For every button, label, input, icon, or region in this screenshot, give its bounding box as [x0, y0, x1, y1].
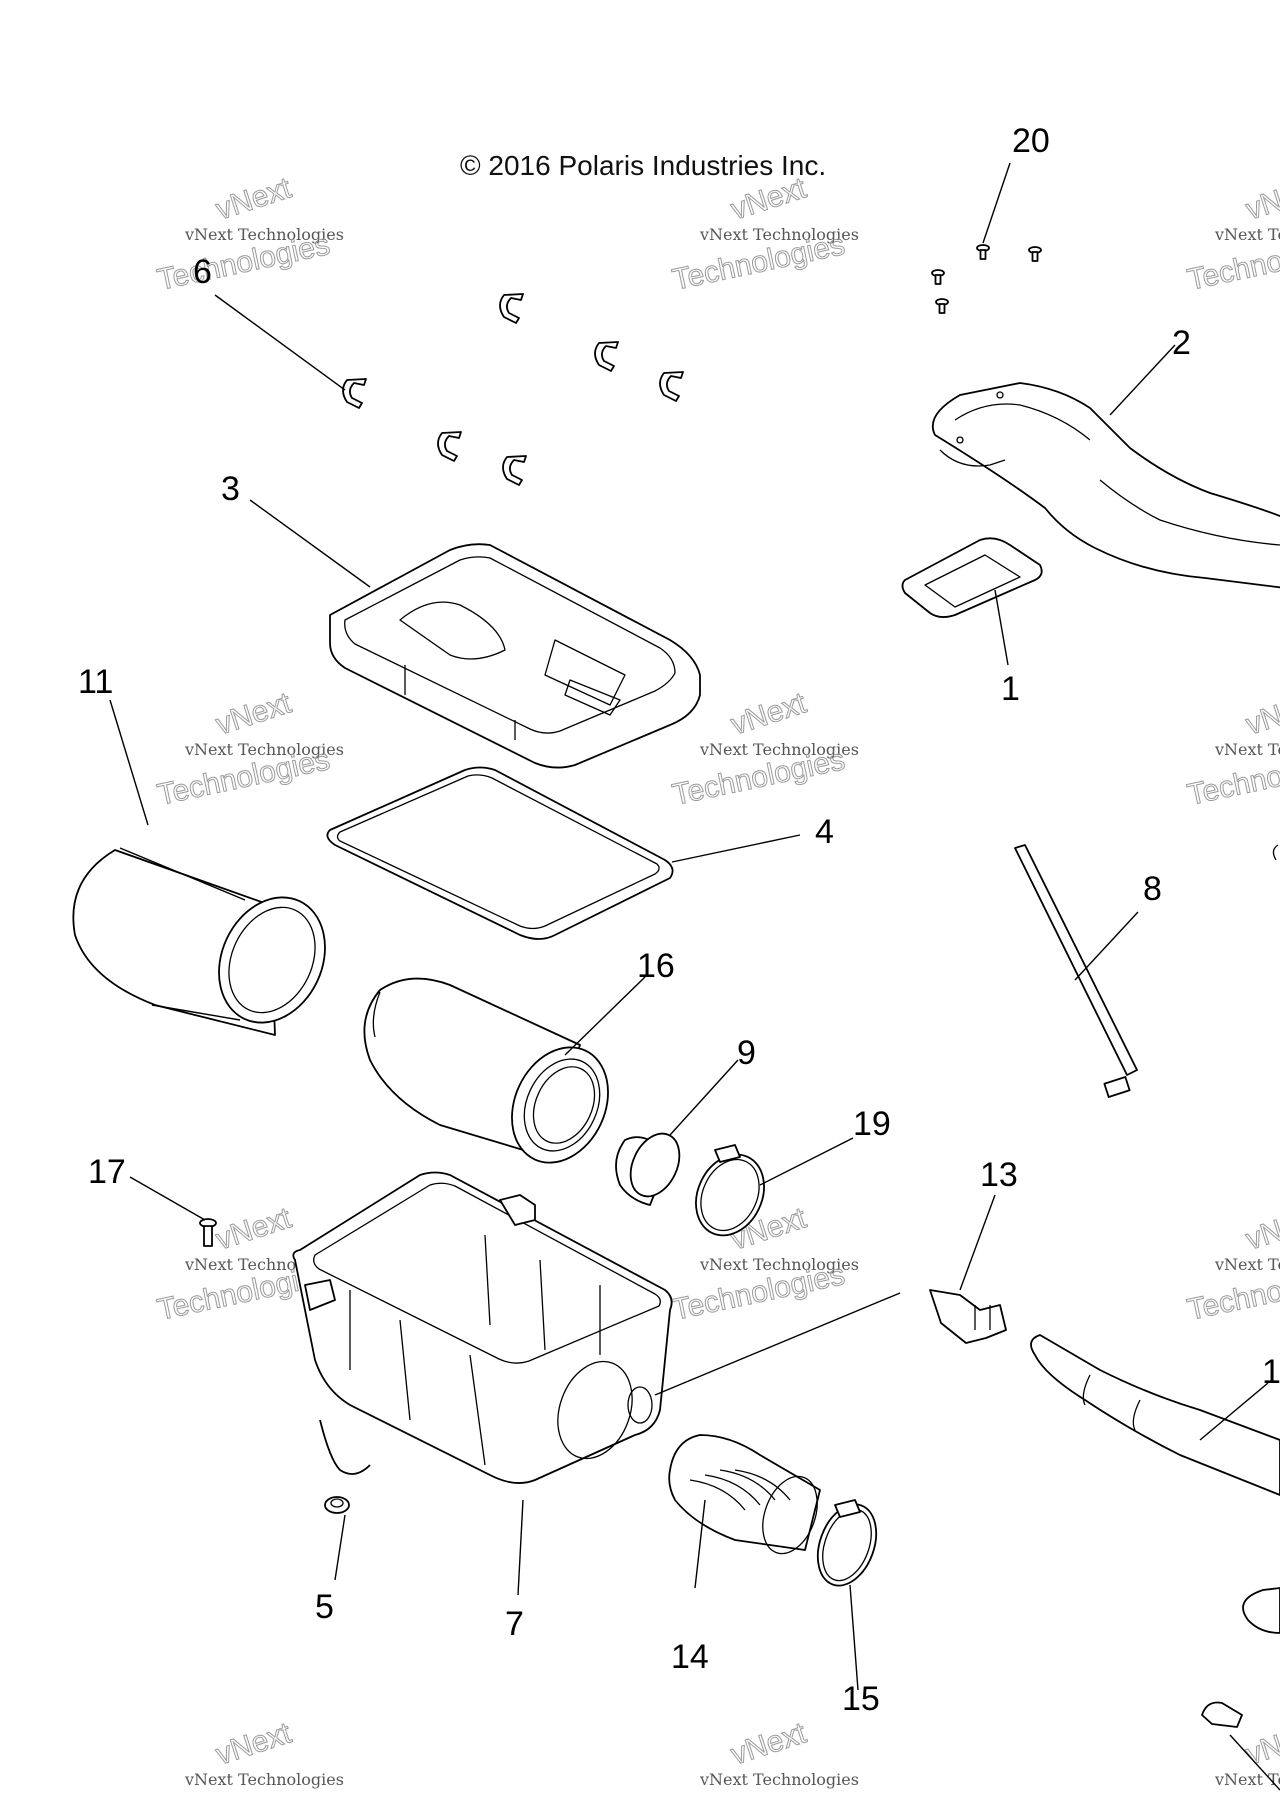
callout-6: 6 — [193, 253, 212, 291]
watermark: vNext vNext Technologies Technologies — [1184, 1201, 1280, 1327]
callout-1-partial: 1 — [1262, 1353, 1280, 1391]
callout-13: 9 — [737, 1034, 756, 1072]
svg-text:vNext Technologies: vNext Technologies — [1214, 740, 1280, 759]
callout-9: 7 — [505, 1605, 524, 1643]
svg-text:vNext: vNext — [727, 686, 811, 741]
part-19-screw — [199, 1218, 217, 1247]
callout-14: 11 — [78, 663, 113, 701]
part-6-clips — [342, 293, 684, 486]
part-4-seal — [326, 766, 674, 940]
svg-text:vNext: vNext — [727, 1716, 811, 1771]
watermark: vNext vNext Technologies Technologies — [669, 1201, 859, 1327]
watermark: vNext vNext Technologies Technologies — [669, 171, 859, 297]
part-8-boot — [668, 1434, 821, 1555]
svg-text:vNext: vNext — [212, 1716, 296, 1771]
part-13-ring — [615, 1132, 681, 1206]
callout-11: 8 — [1143, 870, 1162, 908]
part-5-screws — [931, 244, 1042, 314]
svg-text:vNext: vNext — [212, 1201, 296, 1256]
svg-text:vNext: vNext — [212, 686, 296, 741]
part-11-strap — [1014, 844, 1138, 1098]
callout-3: 3 — [221, 470, 240, 508]
callout-4: 4 — [815, 813, 834, 851]
part-9-airbox-base — [292, 1171, 673, 1484]
watermark: vNext vNext Technologies — [699, 1716, 859, 1789]
part-17-clamp — [816, 1499, 878, 1587]
partial-elbow — [1242, 1587, 1280, 1634]
svg-text:vNext: vNext — [1242, 171, 1280, 226]
watermark: vNext vNext Technologies Technologies — [1184, 171, 1280, 297]
svg-text:vNext Technologies: vNext Technologies — [184, 1770, 344, 1789]
svg-text:vNext: vNext — [1242, 1201, 1280, 1256]
leader-lines — [109, 162, 1269, 1691]
callout-16: 16 — [637, 947, 675, 985]
callout-7: 5 — [315, 1588, 334, 1626]
part-7-grommet — [324, 1496, 350, 1514]
callout-2: 2 — [1172, 324, 1191, 362]
svg-text:vNext: vNext — [1242, 686, 1280, 741]
part-14-prefilter — [72, 847, 326, 1036]
callout-1: 1 — [1001, 670, 1020, 708]
svg-text:vNext Technologies: vNext Technologies — [699, 1770, 859, 1789]
callout-20: 19 — [853, 1105, 891, 1143]
partial-clamp — [1201, 1701, 1280, 1791]
callout-15: 13 — [980, 1156, 1018, 1194]
part-20-clamp — [695, 1144, 765, 1237]
svg-text:vNext Technologies: vNext Technologies — [184, 740, 344, 759]
watermark: vNext vNext Technologies Technologies — [1184, 686, 1280, 812]
partial-rib — [1272, 844, 1279, 861]
svg-text:vNext: vNext — [1242, 1716, 1280, 1771]
svg-text:vNext Technologies: vNext Technologies — [1214, 1255, 1280, 1274]
svg-text:vNext: vNext — [212, 171, 296, 226]
part-2-intake-duct — [931, 382, 1280, 589]
part-15-fitting — [929, 1289, 1007, 1344]
part-16-air-filter — [363, 977, 609, 1164]
callouts: 20 6 2 3 1 11 4 8 16 9 19 17 13 1 5 7 14… — [78, 122, 1280, 1718]
svg-text:vNext Technologies: vNext Technologies — [699, 225, 859, 244]
svg-text:vNext Technologies: vNext Technologies — [184, 225, 344, 244]
svg-text:vNext Technologies: vNext Technologies — [699, 1255, 859, 1274]
svg-text:vNext Technologies: vNext Technologies — [699, 740, 859, 759]
watermark: vNext vNext Technologies — [184, 1716, 344, 1789]
callout-17: 15 — [842, 1680, 880, 1718]
part-3-airbox-cover — [329, 543, 701, 769]
svg-text:vNext Technologies: vNext Technologies — [1214, 225, 1280, 244]
callout-5: 20 — [1012, 122, 1050, 160]
svg-text:vNext Technologies: vNext Technologies — [1214, 1770, 1280, 1789]
watermark: vNext vNext Technologies Technologies — [154, 171, 344, 297]
watermark: vNext vNext Technologies Technologies — [669, 686, 859, 812]
copyright-notice: © 2016 Polaris Industries Inc. — [460, 150, 827, 181]
part-1-gasket — [901, 537, 1043, 618]
callout-19: 17 — [88, 1153, 126, 1191]
callout-8: 14 — [671, 1638, 709, 1676]
watermark: vNext vNext Technologies Technologies — [154, 686, 344, 812]
partial-hose — [1030, 1334, 1280, 1496]
